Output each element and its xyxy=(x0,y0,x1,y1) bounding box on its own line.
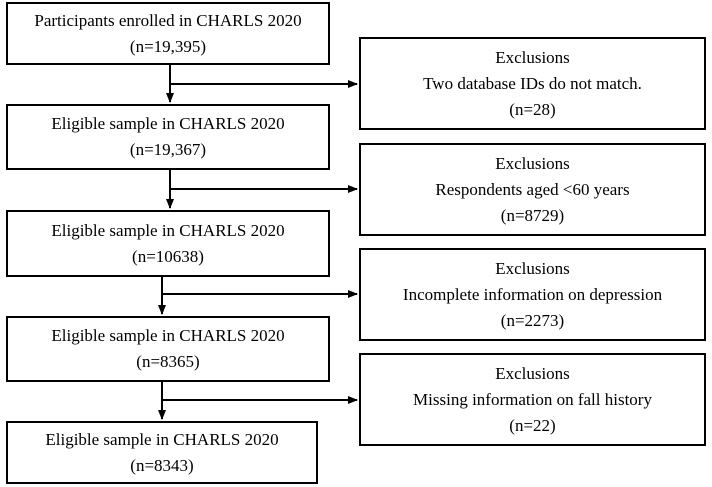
exclusion-box-1-count: (n=28) xyxy=(509,99,556,119)
exclusion-box-2-count: (n=8729) xyxy=(500,205,565,225)
exclusion-box-2-heading: Exclusions xyxy=(495,153,570,173)
main-box-4: Eligible sample in CHARLS 2020 (n=8365) xyxy=(6,316,330,382)
exclusion-box-3-count: (n=2273) xyxy=(500,310,565,330)
main-box-1-count: (n=19,395) xyxy=(129,36,207,56)
main-box-2-title: Eligible sample in CHARLS 2020 xyxy=(51,114,285,133)
main-box-4-count: (n=8365) xyxy=(136,352,200,371)
main-box-4-title: Eligible sample in CHARLS 2020 xyxy=(51,326,285,345)
main-box-5: Eligible sample in CHARLS 2020 (n=8343) xyxy=(6,421,318,484)
main-box-1-title: Participants enrolled in CHARLS 2020 xyxy=(34,10,302,30)
main-box-1: Participants enrolled in CHARLS 2020 (n=… xyxy=(6,2,330,65)
main-box-5-count: (n=8343) xyxy=(130,455,194,475)
main-box-3-count: (n=10638) xyxy=(132,246,204,266)
exclusion-box-2: Exclusions Respondents aged <60 years (n… xyxy=(359,143,706,236)
exclusion-box-1: Exclusions Two database IDs do not match… xyxy=(359,37,706,130)
exclusion-box-3-heading: Exclusions xyxy=(495,258,570,278)
main-box-3-title: Eligible sample in CHARLS 2020 xyxy=(51,220,285,240)
exclusion-box-3: Exclusions Incomplete information on dep… xyxy=(359,248,706,341)
exclusion-box-4: Exclusions Missing information on fall h… xyxy=(359,353,706,446)
exclusion-box-4-count: (n=22) xyxy=(509,415,556,435)
exclusion-box-4-heading: Exclusions xyxy=(495,363,570,383)
exclusion-box-4-reason: Missing information on fall history xyxy=(413,389,652,409)
exclusion-box-1-reason: Two database IDs do not match. xyxy=(423,73,642,93)
main-box-3: Eligible sample in CHARLS 2020 (n=10638) xyxy=(6,210,330,277)
main-box-5-title: Eligible sample in CHARLS 2020 xyxy=(45,429,279,449)
exclusion-box-3-reason: Incomplete information on depression xyxy=(402,284,663,304)
main-box-2-count: (n=19,367) xyxy=(129,140,207,159)
exclusion-box-1-heading: Exclusions xyxy=(495,47,570,67)
main-box-2: Eligible sample in CHARLS 2020 (n=19,367… xyxy=(6,104,330,170)
exclusion-box-2-reason: Respondents aged <60 years xyxy=(435,179,630,199)
